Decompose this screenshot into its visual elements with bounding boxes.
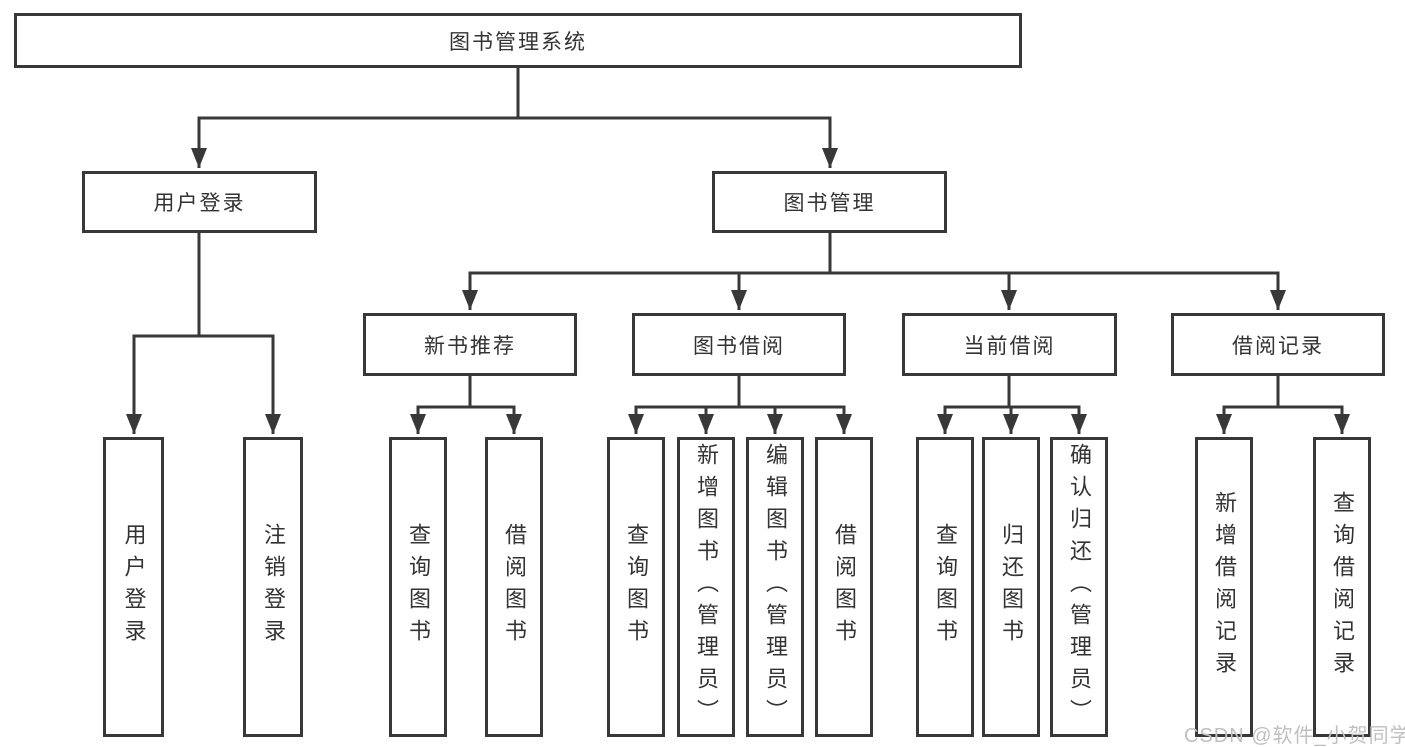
node-label: 用户登录 [121, 523, 147, 651]
edge-root-split [191, 67, 838, 168]
node-label: 借阅图书 [502, 523, 527, 651]
node-label: 确认归还（管理员） [1067, 443, 1092, 731]
node-book-management: 图书管理 [712, 171, 947, 233]
edge-book-management-split [462, 233, 1286, 310]
node-label: 编辑图书（管理员） [763, 443, 788, 731]
leaf-add-books-admin: 新增图书（管理员） [677, 437, 735, 737]
node-label: 借阅记录 [1232, 334, 1324, 358]
node-label: 查询图书 [406, 523, 431, 651]
node-book-borrowing: 图书借阅 [632, 313, 846, 376]
leaf-query-books-current: 查询图书 [916, 437, 974, 737]
node-label: 新增借阅记录 [1212, 491, 1237, 683]
leaf-user-login: 用户登录 [103, 437, 164, 737]
leaf-edit-books-admin: 编辑图书（管理员） [746, 437, 804, 737]
node-label: 查询借阅记录 [1330, 491, 1355, 683]
leaf-add-borrow-record: 新增借阅记录 [1195, 437, 1253, 737]
leaf-borrow-books: 借阅图书 [815, 437, 873, 737]
node-label: 图书管理系统 [449, 30, 587, 54]
leaf-logout-login: 注销登录 [243, 437, 303, 737]
node-borrowing-records: 借阅记录 [1171, 313, 1385, 376]
node-label: 新增图书（管理员） [694, 443, 719, 731]
leaf-return-books: 归还图书 [982, 437, 1040, 737]
node-label: 归还图书 [999, 523, 1024, 651]
node-label: 注销登录 [261, 523, 286, 651]
node-label: 借阅图书 [832, 523, 857, 651]
leaf-borrow-books-recommend: 借阅图书 [485, 437, 543, 737]
node-label: 当前借阅 [963, 334, 1056, 358]
leaf-query-books-borrowing: 查询图书 [607, 437, 665, 737]
node-label: 新书推荐 [424, 334, 516, 358]
edge-book-borrowing-split [628, 376, 852, 434]
node-label: 查询图书 [624, 523, 649, 651]
node-new-book-recommendation: 新书推荐 [363, 313, 577, 376]
leaf-query-books-recommend: 查询图书 [389, 437, 447, 737]
leaf-confirm-return-admin: 确认归还（管理员） [1050, 437, 1108, 737]
edge-new-book-split [410, 376, 522, 434]
node-book-management-system: 图书管理系统 [14, 13, 1022, 68]
edge-user-login-split [126, 233, 281, 434]
node-label: 图书借阅 [693, 334, 785, 358]
leaf-query-borrow-record: 查询借阅记录 [1313, 437, 1371, 737]
node-label: 图书管理 [783, 192, 876, 215]
csdn-watermark: CSDN @软件_小贺同学 [1184, 725, 1405, 747]
edge-borrow-records-split [1216, 376, 1350, 434]
node-label: 用户登录 [153, 192, 246, 215]
edge-current-borrowing-split [937, 376, 1087, 434]
node-user-login-group: 用户登录 [82, 171, 317, 233]
node-current-borrowing: 当前借阅 [902, 313, 1117, 376]
node-label: 查询图书 [933, 523, 958, 651]
